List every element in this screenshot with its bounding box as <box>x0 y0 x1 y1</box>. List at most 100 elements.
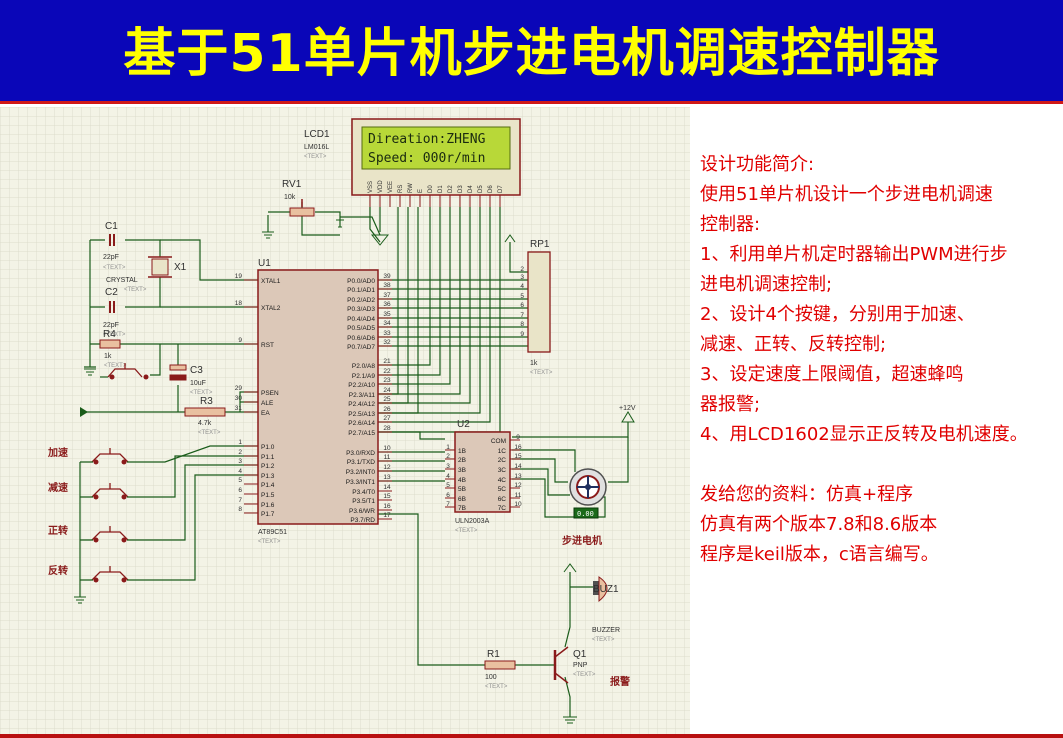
svg-text:<TEXT>: <TEXT> <box>455 528 478 534</box>
info-line: 控制器: <box>700 214 761 235</box>
r3-value: 4.7k <box>198 420 212 427</box>
buz1-ref: BUZ1 <box>593 584 619 595</box>
u1-pin-number: 8 <box>238 506 242 513</box>
u1-pin-name: P0.0/AD0 <box>347 278 375 285</box>
u1-pin-number: 37 <box>383 292 391 299</box>
u1-pin-name: P3.5/T1 <box>352 498 375 505</box>
u2-pin-number: 11 <box>515 492 522 499</box>
u2-pin-name: 1C <box>498 448 507 455</box>
info-line: 发给您的资料：仿真+程序 <box>700 484 914 505</box>
lcd-part: LM016L <box>304 144 329 151</box>
lcd-pin-name: D6 <box>488 185 494 193</box>
u2-pin-name: 6B <box>458 496 466 503</box>
c2-value: 22pF <box>103 322 119 329</box>
u2-pin-name: 7C <box>498 505 507 512</box>
lcd-pin-name: VEE <box>388 181 394 193</box>
u1-pin-number: 13 <box>383 474 391 481</box>
u1-pin-number: 35 <box>383 311 391 318</box>
info-line: 仿真有两个版本7.8和8.6版本 <box>700 514 938 535</box>
u2-pin-number: 13 <box>514 473 522 480</box>
u1-pin-name: P1.1 <box>261 454 275 461</box>
push-button[interactable]: 正转 <box>48 524 130 543</box>
info-line: 设计功能简介: <box>700 154 815 175</box>
motor-readout: 0.00 <box>577 510 594 518</box>
button-ground-icon <box>74 596 86 604</box>
u1-pin-number: 31 <box>235 405 243 412</box>
u1-pin-name: P3.1/TXD <box>347 459 375 466</box>
stepper-motor: 0.00 步进电机 +12V <box>562 405 636 547</box>
u1-pin-number: 18 <box>235 300 243 307</box>
u2-pin-name: 2B <box>458 457 466 464</box>
u2-pin-number: 9 <box>516 434 520 441</box>
push-button[interactable]: 减速 <box>48 481 130 500</box>
u1-pin-number: 39 <box>383 273 391 280</box>
x1-ref: X1 <box>174 262 187 273</box>
info-line: 器报警; <box>700 394 761 415</box>
push-button[interactable]: 加速 <box>47 446 130 465</box>
driver-u2: U2 ULN2003A <TEXT> 11B22B33B44B55B66B77B… <box>445 419 522 534</box>
u1-pin-name: P2.7/A15 <box>348 430 375 437</box>
lcd-line1: Direation:ZHENG <box>368 132 486 147</box>
u1-pin-name: PSEN <box>261 390 279 397</box>
c2-ref: C2 <box>105 287 118 298</box>
u2-pin-name: 3B <box>458 467 466 474</box>
lcd-pin-name: D3 <box>458 185 464 193</box>
r3-ref: R3 <box>200 396 213 407</box>
svg-text:<TEXT>: <TEXT> <box>258 539 281 545</box>
lcd-text-tag: <TEXT> <box>304 154 327 160</box>
mcu-u1: U1 AT89C51 <TEXT> 19XTAL118XTAL29RST29PS… <box>235 258 392 545</box>
u1-pin-number: 16 <box>383 503 391 510</box>
svg-text:<TEXT>: <TEXT> <box>485 684 508 690</box>
u2-pin-number: 1 <box>446 444 450 451</box>
rp1-pin-number: 6 <box>520 302 524 309</box>
buzzer-section: BUZ1 BUZZER <TEXT> R1 100 <TEXT> Q1 PNP … <box>484 563 630 724</box>
u1-pin-number: 21 <box>383 358 391 365</box>
lcd-pin-name: D4 <box>468 185 474 193</box>
u1-pin-number: 3 <box>238 458 242 465</box>
u2-pin-name: COM <box>491 438 506 445</box>
info-panel: 设计功能简介:使用51单片机设计一个步进电机调速控制器:1、利用单片机定时器输出… <box>700 150 1060 570</box>
u1-pin-name: P0.2/AD2 <box>347 297 375 304</box>
info-line: 3、设定速度上限阈值，超速蜂鸣 <box>700 364 964 385</box>
u2-pin-name: 5B <box>458 486 466 493</box>
u1-pin-number: 14 <box>383 484 391 491</box>
rp1-pin-number: 2 <box>520 266 524 273</box>
alarm-label: 报警 <box>610 675 630 688</box>
lcd-pin-name: VDD <box>378 180 384 193</box>
button-label: 反转 <box>48 564 68 577</box>
info-line: 进电机调速控制; <box>700 274 833 295</box>
info-line <box>700 450 1060 480</box>
lcd-pin-name: D1 <box>438 185 444 193</box>
lcd-line2: Speed: 000r/min <box>368 151 485 166</box>
u1-pin-number: 15 <box>383 493 391 500</box>
lcd-ref: LCD1 <box>304 129 330 140</box>
u1-pin-number: 33 <box>383 330 391 337</box>
u1-pin-number: 34 <box>383 320 391 327</box>
button-label: 正转 <box>48 524 68 537</box>
rp1-pin-number: 4 <box>520 283 524 290</box>
rp1-pin-number: 5 <box>520 293 524 300</box>
c1-ref: C1 <box>105 221 118 232</box>
u1-pin-number: 38 <box>383 282 391 289</box>
push-button[interactable]: 反转 <box>48 564 130 583</box>
x1-part: CRYSTAL <box>106 277 138 284</box>
u2-pin-number: 7 <box>446 501 450 508</box>
svg-text:<TEXT>: <TEXT> <box>103 265 126 271</box>
lcd-pin-name: RS <box>398 185 404 193</box>
info-line: 2、设计4个按键，分别用于加速、 <box>700 304 975 325</box>
svg-text:<TEXT>: <TEXT> <box>190 390 213 396</box>
u2-pin-name: 2C <box>498 457 507 464</box>
u2-pin-name: 6C <box>498 496 507 503</box>
q1-part: PNP <box>573 662 588 669</box>
u1-pin-name: ALE <box>261 400 274 407</box>
u2-part: ULN2003A <box>455 518 490 525</box>
u1-pin-name: P1.5 <box>261 492 275 499</box>
svg-text:<TEXT>: <TEXT> <box>573 672 596 678</box>
u2-pin-name: 4B <box>458 477 466 484</box>
r1-value: 100 <box>485 674 497 681</box>
u1-pin-number: 10 <box>383 445 391 452</box>
u1-pin-name: P3.2/INT0 <box>346 469 376 476</box>
